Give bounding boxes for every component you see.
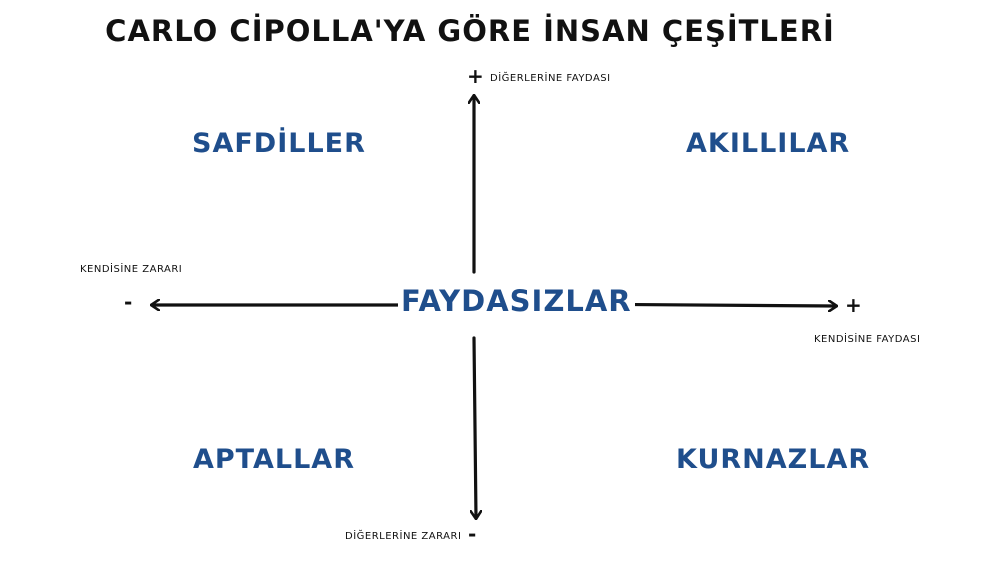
quadrant-bottom-right: KURNAZLAR (676, 444, 871, 475)
left-axis-label: KENDİSİNE ZARARI (80, 264, 183, 275)
center-label: FAYDASIZLAR (398, 284, 635, 318)
diagram-title: CARLO CİPOLLA'YA GÖRE İNSAN ÇEŞİTLERİ (105, 14, 835, 48)
quadrant-bottom-left: APTALLAR (193, 444, 355, 475)
right-axis-label: KENDİSİNE FAYDASI (814, 334, 921, 345)
quadrant-top-left: SAFDİLLER (192, 128, 366, 159)
top-axis-sign: + (467, 64, 484, 88)
bottom-axis-sign: - (468, 522, 477, 546)
bottom-axis-label: DİĞERLERİNE ZARARI (345, 531, 462, 542)
quadrant-top-right: AKILLILAR (686, 128, 851, 159)
y-axis-down-arrow (474, 336, 476, 518)
top-axis-label: DİĞERLERİNE FAYDASI (490, 73, 611, 84)
right-axis-sign: + (845, 293, 862, 317)
left-axis-sign: - (124, 290, 133, 314)
